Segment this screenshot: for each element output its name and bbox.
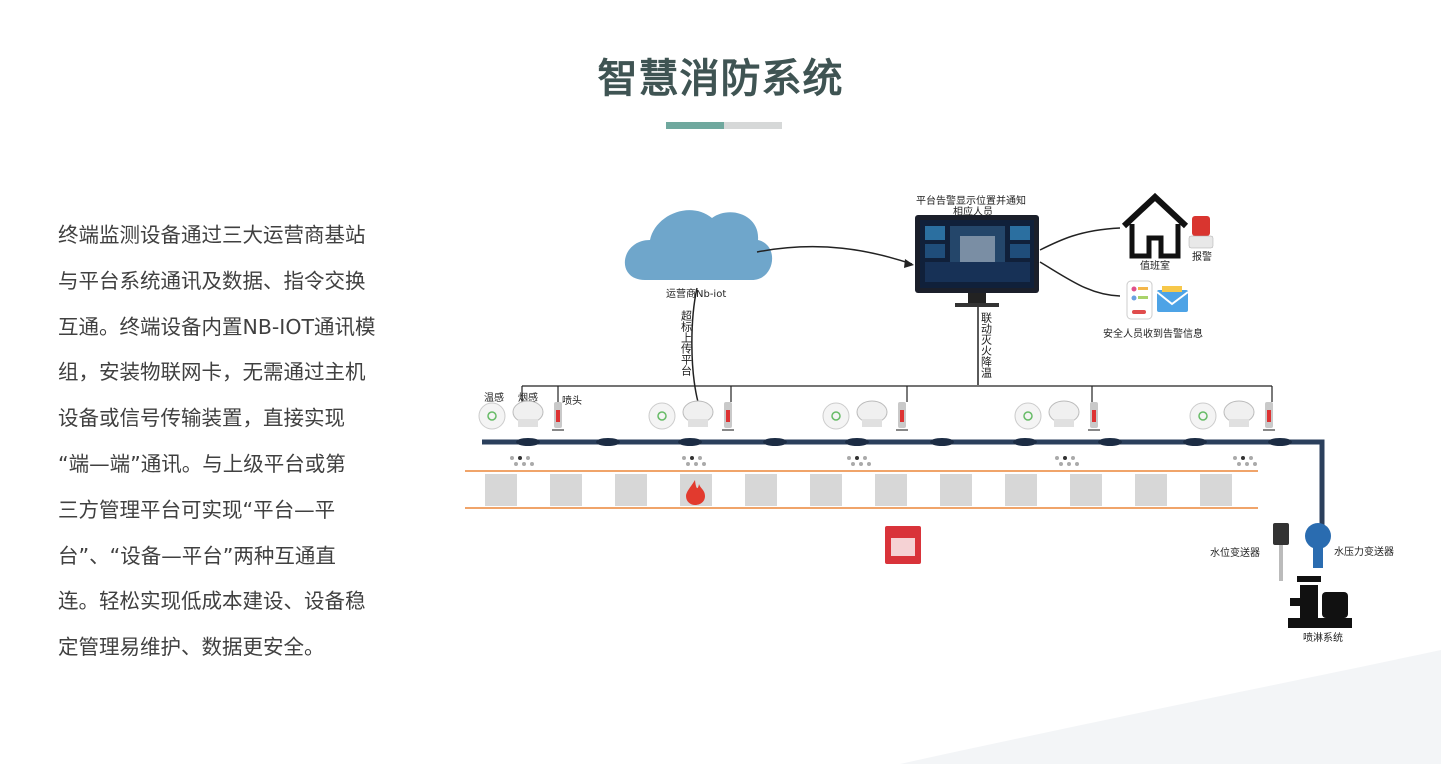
pipe-joint	[845, 438, 869, 446]
floor-sprinkler-marker	[1233, 456, 1257, 466]
upload-label: 超标上传平台	[680, 309, 693, 376]
cloud-icon	[624, 210, 773, 280]
spray-pump-icon	[1288, 576, 1352, 628]
rail-block	[485, 474, 517, 506]
pipe-joint	[516, 438, 540, 446]
sensor-group	[1014, 400, 1100, 431]
temperature-sensor-icon	[1014, 402, 1042, 430]
water-pressure-transmitter-icon	[1305, 523, 1331, 568]
sprinkler-head-icon	[1088, 402, 1100, 431]
rail-block	[940, 474, 972, 506]
monitor-label-1: 平台告警显示位置并通知	[916, 194, 1026, 207]
temperature-sensor-icon	[1189, 402, 1217, 430]
rail-block	[1005, 474, 1037, 506]
manual-alarm-button-icon	[885, 526, 921, 564]
alarm-icon	[1188, 216, 1214, 249]
pipe-joint	[763, 438, 787, 446]
monitor-label-2: 相应人员	[953, 205, 993, 218]
water-level-label: 水位变送器	[1210, 546, 1260, 559]
description-text: 终端监测设备通过三大运营商基站 与平台系统通讯及数据、指令交换 互通。终端设备内…	[58, 223, 376, 660]
water-pipe	[482, 439, 1325, 530]
alarm-label: 报警	[1192, 250, 1212, 263]
rail-block	[1200, 474, 1232, 506]
safety-label: 安全人员收到告警信息	[1103, 327, 1203, 340]
pipe-joint	[1098, 438, 1122, 446]
sprinkler-label: 喷头	[562, 395, 582, 407]
water-pressure-label: 水压力变送器	[1334, 545, 1394, 558]
mail-icon	[1156, 286, 1189, 312]
sprinkler-head-icon	[722, 402, 734, 431]
pipe-joint	[1183, 438, 1207, 446]
house-icon	[1121, 192, 1189, 259]
sensor-group	[478, 400, 564, 431]
floor-sprinkler-marker	[510, 456, 534, 466]
floor-sprinkler-marker	[1055, 456, 1079, 466]
fire-icon	[686, 480, 705, 505]
smoke-sensor-icon	[512, 400, 544, 427]
smoke-sensor-icon	[1223, 400, 1255, 427]
pipe-joint	[1268, 438, 1292, 446]
rail-block	[875, 474, 907, 506]
house-label: 值班室	[1140, 259, 1170, 272]
sprinkler-head-icon	[552, 402, 564, 431]
smoke-sensor-icon	[682, 400, 714, 427]
rail-block	[810, 474, 842, 506]
temperature-sensor-icon	[822, 402, 850, 430]
rail-block	[615, 474, 647, 506]
smoke-sensor-icon	[1048, 400, 1080, 427]
temperature-sensor-icon	[478, 402, 506, 430]
smoke-sensor-icon	[856, 400, 888, 427]
sprinkler-head-icon	[896, 402, 908, 431]
sensor-group	[822, 400, 908, 431]
temperature-sensor-icon	[648, 402, 676, 430]
rail-block	[1135, 474, 1167, 506]
floor-sprinkler-marker	[682, 456, 706, 466]
sensor-group	[648, 400, 734, 431]
monitor-icon	[915, 215, 1039, 307]
page-title: 智慧消防系统	[597, 56, 844, 102]
sprinkler-head-icon	[1263, 402, 1275, 431]
phone-icon	[1126, 280, 1153, 320]
rail-block	[550, 474, 582, 506]
smoke-label: 烟感	[518, 391, 538, 404]
title-underline	[666, 122, 782, 129]
temp-label: 温感	[484, 391, 504, 404]
pipe-joint	[1013, 438, 1037, 446]
pipe-joint	[596, 438, 620, 446]
linkage-label: 联动灭火降温	[980, 312, 993, 378]
pipe-joint	[678, 438, 702, 446]
cloud-monitor-link	[756, 245, 913, 265]
spray-system-label: 喷淋系统	[1303, 631, 1343, 644]
sensor-group	[1189, 400, 1275, 431]
rail-block	[745, 474, 777, 506]
rail-block	[1070, 474, 1102, 506]
pipe-joint	[930, 438, 954, 446]
floor-sprinkler-marker	[847, 456, 871, 466]
water-level-transmitter-icon	[1273, 523, 1289, 581]
upload-link	[691, 287, 699, 403]
